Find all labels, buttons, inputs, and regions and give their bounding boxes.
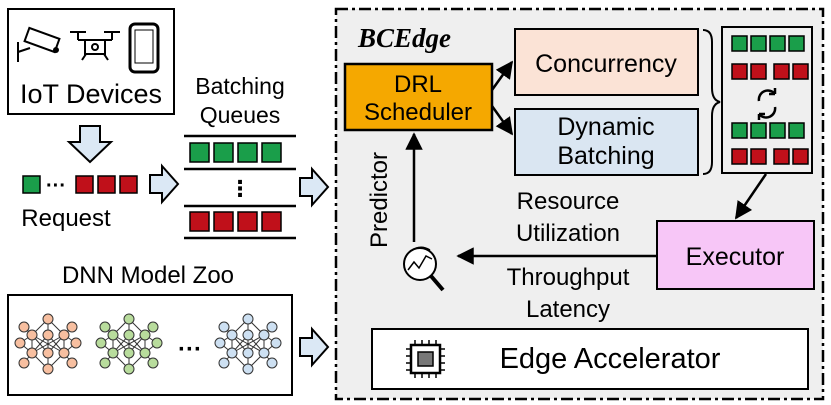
resource-utilization-label-2: Utilization xyxy=(516,220,620,247)
arrow-scheduler-concurrency xyxy=(490,60,514,91)
bcedge-title: BCEdge xyxy=(357,23,451,53)
model-network-orange xyxy=(14,313,82,375)
iot-devices-label: IoT Devices xyxy=(20,79,162,109)
config-red-row xyxy=(731,148,809,165)
batching-queues-label-2: Queues xyxy=(200,102,281,128)
right-arrow-icon xyxy=(299,326,330,368)
executor-box xyxy=(656,220,815,290)
latency-label: Latency xyxy=(526,296,610,323)
camera-icon xyxy=(17,26,61,62)
drone-icon xyxy=(70,31,120,61)
drl-scheduler-label-2: Scheduler xyxy=(364,99,472,126)
dynamic-batching-box xyxy=(514,108,699,176)
config-red-row xyxy=(731,63,809,80)
dynamic-batching-label-2: Batching xyxy=(557,142,654,170)
config-green-row xyxy=(731,122,805,139)
request-dots: ··· xyxy=(46,175,66,197)
batching-queues-label-1: Batching xyxy=(195,73,285,99)
edge-accelerator-label: Edge Accelerator xyxy=(500,343,721,375)
config-green-row xyxy=(731,35,805,52)
drl-scheduler-label-1: DRL xyxy=(394,71,442,98)
right-arrow-icon xyxy=(299,166,330,208)
down-arrow-icon xyxy=(66,125,114,164)
predictor-label: Predictor xyxy=(366,152,393,248)
brace-icon xyxy=(702,29,721,175)
right-arrow-icon xyxy=(149,163,180,205)
model-network-blue xyxy=(214,313,282,375)
request-label: Request xyxy=(21,205,111,232)
concurrency-box xyxy=(514,28,699,96)
executor-label: Executor xyxy=(686,243,785,271)
queue-dots: ⋮ xyxy=(229,176,251,201)
edge-accelerator-box xyxy=(371,328,809,390)
dnn-model-zoo-box xyxy=(7,294,293,396)
smartphone-icon xyxy=(128,22,160,74)
request-red-item xyxy=(97,175,116,194)
refresh-icon xyxy=(757,88,777,120)
request-red-item xyxy=(119,175,138,194)
dynamic-batching-label-1: Dynamic xyxy=(557,113,654,141)
model-network-green xyxy=(95,313,163,375)
concurrency-label: Concurrency xyxy=(535,50,677,78)
predictor-magnifier-icon xyxy=(403,246,445,292)
throughput-label: Throughput xyxy=(507,264,630,291)
resource-utilization-label-1: Resource xyxy=(517,188,620,215)
queue-red xyxy=(189,211,282,232)
queue-green xyxy=(189,142,282,163)
drl-scheduler-box xyxy=(343,62,494,132)
model-zoo-dots: ··· xyxy=(178,336,202,363)
request-red-item xyxy=(75,175,94,194)
chip-icon xyxy=(406,340,445,378)
request-green-item xyxy=(22,175,41,194)
arrow-scheduler-batching xyxy=(490,105,514,136)
arrow-panel-executor xyxy=(734,173,768,220)
dnn-model-zoo-label: DNN Model Zoo xyxy=(62,262,234,289)
